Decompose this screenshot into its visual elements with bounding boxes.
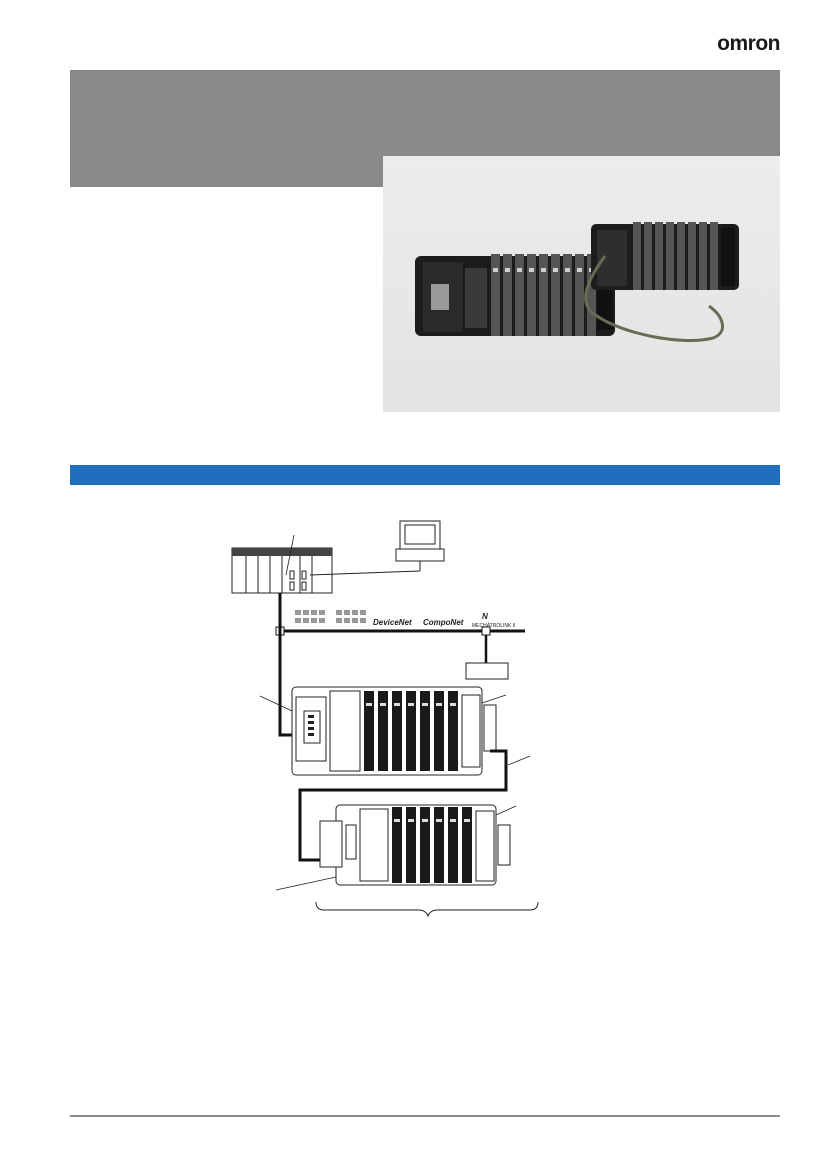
section-header-bar [70, 465, 780, 485]
connecting-cable [584, 255, 724, 342]
unit-group-brace [315, 901, 539, 918]
plc-cable [278, 593, 296, 737]
slave-device-box [465, 662, 509, 680]
expansion-cable [298, 749, 508, 862]
devicenet-label: DeviceNet [373, 618, 412, 627]
header-band [70, 70, 780, 156]
product-photo [383, 156, 780, 412]
remote-io-unit-top [259, 686, 507, 776]
mechatrolink-n-mark: N [482, 612, 488, 621]
header-band-extension [70, 156, 383, 187]
left-io-unit-image [415, 254, 615, 336]
footer-rule [70, 1115, 780, 1117]
network-logos: DeviceNet CompoNet MECHATROLINK II N [295, 610, 516, 629]
right-io-unit-image [591, 222, 739, 290]
computer-icon [309, 520, 445, 576]
remote-io-unit-bottom [275, 804, 517, 891]
plc-rack [231, 534, 333, 594]
system-configuration-diagram: DeviceNet CompoNet MECHATROLINK II N [231, 520, 539, 918]
componet-label: CompoNet [423, 618, 464, 627]
omron-logo: omron [717, 32, 780, 55]
mechatrolink-label: MECHATROLINK II [472, 623, 516, 629]
product-photo-illustration [415, 222, 739, 342]
